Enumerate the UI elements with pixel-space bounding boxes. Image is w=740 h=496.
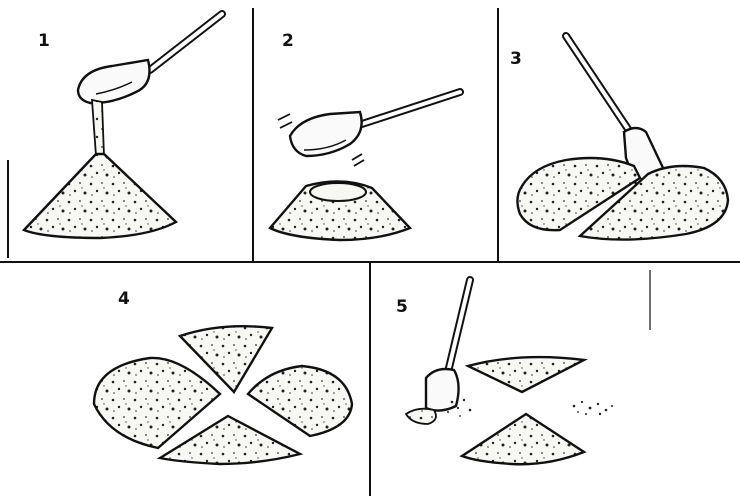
panel-2: 2 bbox=[270, 31, 460, 240]
kept-quarter-bottom bbox=[462, 414, 584, 464]
step-label-3: 3 bbox=[510, 49, 522, 69]
step-label-5: 5 bbox=[396, 297, 408, 317]
step-label-4: 4 bbox=[118, 289, 130, 309]
panel-4: 4 bbox=[94, 289, 352, 464]
shovel-icon bbox=[426, 280, 470, 411]
step-label-2: 2 bbox=[282, 31, 294, 51]
flattened-pile bbox=[270, 181, 410, 240]
panel-3: 3 bbox=[510, 36, 728, 240]
panel-1: 1 bbox=[24, 14, 222, 238]
scoop-icon bbox=[78, 14, 222, 103]
scoop-icon bbox=[290, 92, 460, 156]
discarded-grains bbox=[573, 401, 613, 415]
pouring-stream bbox=[92, 100, 104, 156]
kept-quarter-top bbox=[468, 357, 584, 392]
quarter-right bbox=[248, 366, 352, 436]
panel-5: 5 bbox=[396, 280, 613, 464]
sample-cone bbox=[24, 154, 176, 238]
step-label-1: 1 bbox=[38, 31, 50, 51]
